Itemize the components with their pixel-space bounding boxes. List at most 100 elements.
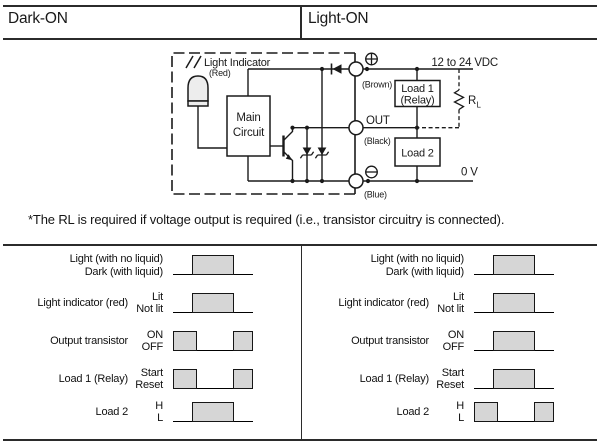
timing-waveform xyxy=(474,368,554,389)
timing-waveform xyxy=(474,330,554,351)
waveform-baseline xyxy=(474,420,554,422)
load2-box xyxy=(394,137,441,167)
waveform-pulse-mid xyxy=(493,369,535,389)
timing-row-output-transistor: Output transistor ON OFF xyxy=(301,326,554,353)
label-line-2: Dark (with liquid) xyxy=(84,265,164,278)
timing-row-label: Light indicator (red) xyxy=(338,297,429,309)
timing-waveform xyxy=(173,292,253,313)
timing-row-states: ON OFF xyxy=(432,329,465,353)
timing-divider xyxy=(300,246,303,439)
waveform-pulse-mid xyxy=(192,402,234,422)
timing-row-states: ON OFF xyxy=(131,329,164,353)
waveform-pulse-mid xyxy=(493,293,535,313)
state-bottom-label: Not lit xyxy=(437,302,464,315)
waveform-pulse-right xyxy=(233,331,253,351)
timing-row-light-indicator: Light indicator (red) Lit Not lit xyxy=(301,288,554,315)
waveform-pulse-mid xyxy=(192,293,234,313)
timing-row-label: Load 2 xyxy=(396,406,430,418)
top-rule xyxy=(3,5,597,8)
timing-waveform xyxy=(173,368,253,389)
npn-transistor-icon xyxy=(270,127,294,181)
waveform-pulse-left xyxy=(173,369,197,389)
timing-row-states: Start Reset xyxy=(131,367,163,391)
out-label: OUT xyxy=(366,115,390,127)
footnote: *The RL is required if voltage output is… xyxy=(28,212,505,227)
label-line-1: Light (with no liquid) xyxy=(69,253,164,265)
waveform-pulse-left xyxy=(474,402,498,422)
timing-row-load2: Load 2 H L xyxy=(0,397,253,424)
timing-row-label: Light (with no liquid) Dark (with liquid… xyxy=(301,253,465,278)
timing-row-light-indicator: Light indicator (red) Lit Not lit xyxy=(0,288,253,315)
timing-row-label: Load 2 xyxy=(95,406,129,418)
light-indicator-color-label: (Red) xyxy=(209,68,231,78)
timing-waveform xyxy=(173,330,253,351)
terminal-brown xyxy=(348,61,364,77)
light-rays-icon xyxy=(185,55,202,69)
state-bottom-label: Reset xyxy=(135,378,163,391)
timing-waveform xyxy=(173,401,253,422)
state-bottom-label: Reset xyxy=(436,378,464,391)
state-bottom-label: OFF xyxy=(442,340,465,353)
timing-row-states: Lit Not lit xyxy=(131,291,163,315)
state-bottom-label: L xyxy=(157,411,163,424)
timing-row-states: Start Reset xyxy=(432,367,464,391)
timing-row-label: Load 1 (Relay) xyxy=(359,373,430,385)
sensor-outline-dashed-box xyxy=(171,52,355,195)
zener-diode-icon xyxy=(314,69,330,181)
led-indicator-icon xyxy=(185,55,227,149)
timing-row-output-transistor: Output transistor ON OFF xyxy=(0,326,253,353)
timing-row-label: Output transistor xyxy=(351,335,429,347)
plus-polarity-icon xyxy=(365,52,378,66)
waveform-pulse-left xyxy=(173,331,197,351)
brown-wire-label: (Brown) xyxy=(362,80,392,90)
terminal-blue xyxy=(348,173,364,189)
state-top-label: Lit xyxy=(452,291,464,303)
wiring-diagram: Light Indicator (Red) Main Circuit (Brow… xyxy=(171,52,498,200)
header-light-on: Light-ON xyxy=(308,10,369,27)
rl-symbol-label: R xyxy=(468,95,476,107)
resistor-rl-icon xyxy=(417,69,465,129)
timing-row-light: Light (with no liquid) Dark (with liquid… xyxy=(0,250,253,278)
minus-polarity-icon xyxy=(365,165,378,179)
state-top-label: Start xyxy=(441,367,464,379)
timing-top-rule xyxy=(3,244,597,246)
terminal-out-black xyxy=(348,119,364,136)
waveform-pulse-mid xyxy=(493,255,535,275)
zero-volt-label: 0 V xyxy=(461,167,478,179)
state-top-label: H xyxy=(456,400,464,412)
label-line-1: Light (with no liquid) xyxy=(370,253,465,265)
waveform-baseline xyxy=(173,387,253,389)
timing-row-states: H L xyxy=(131,400,163,424)
timing-row-states: Lit Not lit xyxy=(432,291,464,315)
junction-dots xyxy=(290,66,420,184)
waveform-pulse-right xyxy=(233,369,253,389)
waveform-baseline xyxy=(173,349,253,351)
main-circuit-label-1: Main xyxy=(236,112,260,124)
header-dark-on: Dark-ON xyxy=(8,10,68,27)
blue-wire-label: (Blue) xyxy=(364,190,387,200)
header-bottom-rule xyxy=(3,38,597,40)
load1-label-1: Load 1 xyxy=(401,83,434,95)
timing-bottom-rule xyxy=(3,438,597,441)
timing-waveform xyxy=(474,254,554,275)
zener-diode-icon xyxy=(299,127,315,181)
state-bottom-label: OFF xyxy=(141,340,164,353)
timing-row-label: Light (with no liquid) Dark (with liquid… xyxy=(0,253,164,278)
timing-row-light: Light (with no liquid) Dark (with liquid… xyxy=(301,250,554,278)
state-bottom-label: L xyxy=(458,411,464,424)
timing-panel-dark-on: Light (with no liquid) Dark (with liquid… xyxy=(0,250,253,435)
timing-row-label: Output transistor xyxy=(50,335,128,347)
timing-waveform xyxy=(474,401,554,422)
load1-label-2: (Relay) xyxy=(400,95,434,107)
timing-row-load1: Load 1 (Relay) Start Reset xyxy=(301,364,554,391)
waveform-pulse-right xyxy=(534,402,554,422)
timing-row-label: Load 1 (Relay) xyxy=(58,373,129,385)
timing-row-load2: Load 2 H L xyxy=(301,397,554,424)
timing-panel-light-on: Light (with no liquid) Dark (with liquid… xyxy=(301,250,554,435)
waveform-pulse-mid xyxy=(192,255,234,275)
timing-waveform xyxy=(173,254,253,275)
protection-diode-icon xyxy=(330,63,342,75)
light-indicator-label: Light Indicator xyxy=(204,57,271,69)
header-divider xyxy=(300,7,302,38)
